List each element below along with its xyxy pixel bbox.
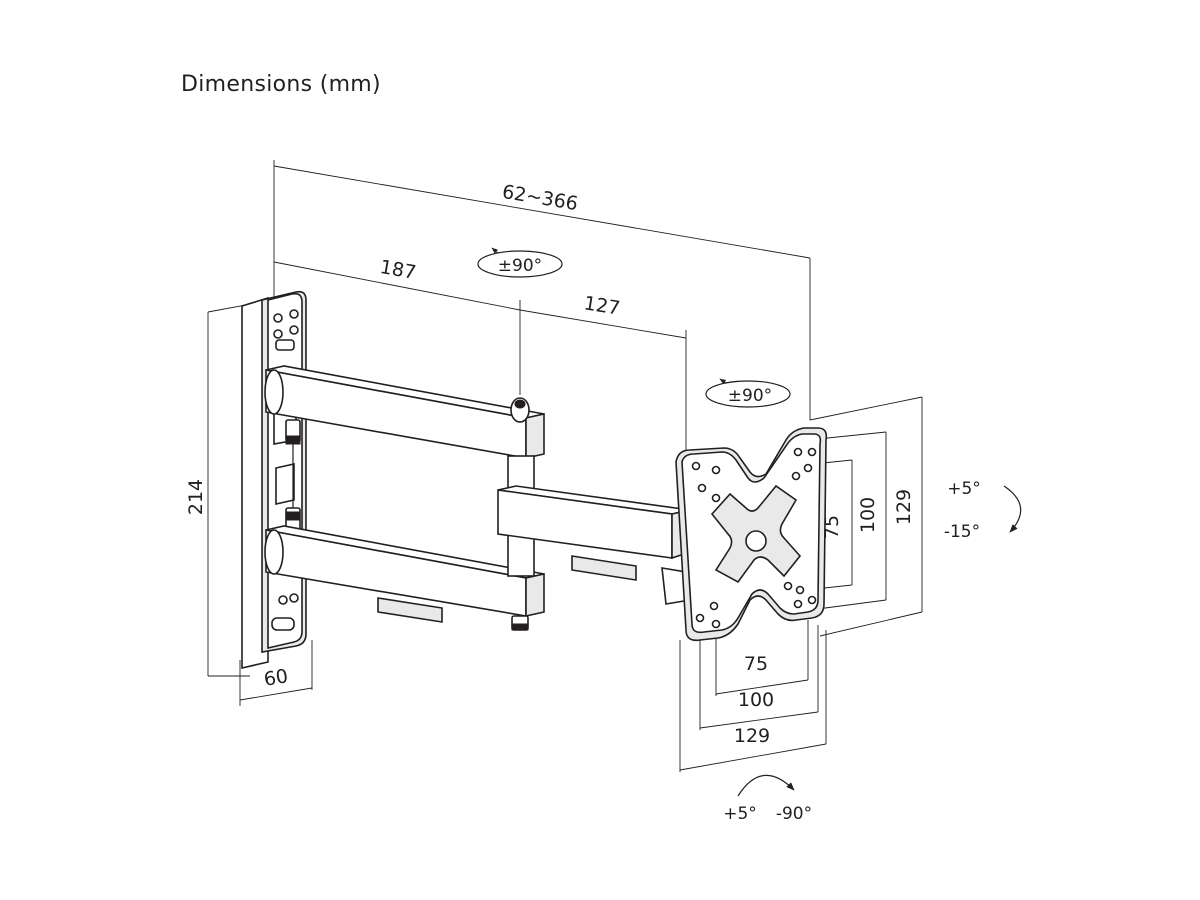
wall-plate-width-label: 60 (262, 665, 289, 691)
second-arm-label: 127 (582, 292, 621, 319)
arm-swivel-arrow-icon (477, 247, 563, 278)
tilt-arrow-icon (1003, 485, 1022, 533)
vesa-small-height-label: 75 (821, 515, 843, 539)
vesa-small-width-label: 75 (744, 653, 768, 675)
plate-width-label: 129 (734, 725, 770, 747)
wall-plate (241, 290, 307, 670)
swivel-right-label: -90° (776, 804, 812, 824)
diagram-heading: Dimensions (mm) (181, 72, 381, 97)
plate-height-label: 129 (893, 489, 915, 525)
swivel-left-label: +5° (723, 804, 757, 824)
head-rotation-label: ±90° (728, 386, 772, 406)
upper-arm (264, 365, 545, 459)
dimension-lines (207, 160, 923, 772)
wall-plate-height-label: 214 (185, 479, 207, 515)
tilt-up-label: +5° (947, 479, 981, 499)
vesa-plate (675, 427, 828, 642)
vesa-large-height-label: 100 (857, 497, 879, 533)
head-rotation-arrow-icon (705, 378, 791, 408)
arm-swivel-label: ±90° (498, 256, 542, 276)
total-extension-label: 62~366 (501, 181, 580, 215)
vesa-large-width-label: 100 (738, 689, 774, 711)
tilt-down-label: -15° (944, 522, 980, 542)
first-arm-label: 187 (378, 256, 418, 284)
swivel-arrow-icon (737, 774, 795, 797)
lower-arm (264, 525, 545, 631)
